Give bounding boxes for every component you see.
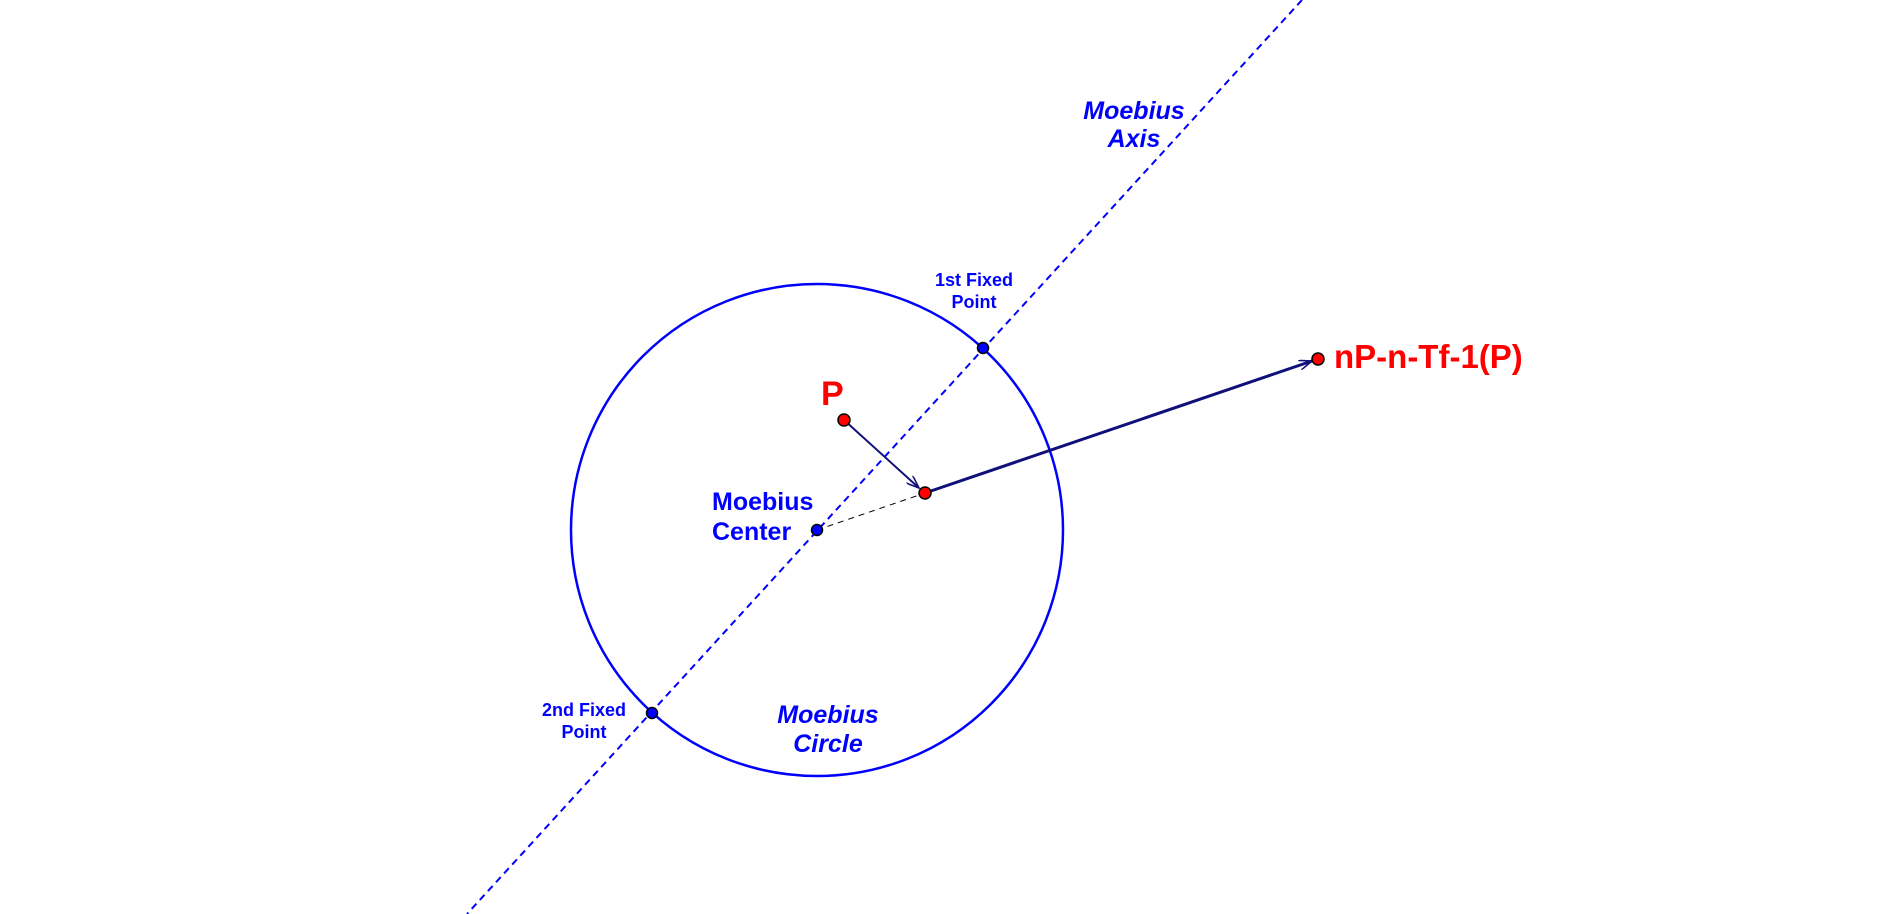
moebius-axis-label: Moebius Axis — [1074, 98, 1194, 153]
moebius-center-point[interactable] — [810, 523, 824, 537]
second-fixed-point-label: 2nd Fixed Point — [530, 701, 638, 742]
moebius-center-label: Moebius Center — [712, 489, 813, 546]
point-p[interactable] — [837, 413, 851, 427]
vector-intermediate-to-image[interactable] — [924, 359, 1312, 495]
first-fixed-point-label-line1: 1st Fixed — [934, 270, 1014, 290]
second-fixed-point[interactable] — [645, 706, 659, 720]
vector-p-to-intermediate[interactable] — [843, 419, 919, 488]
first-fixed-point-label-line2: Point — [951, 291, 997, 312]
moebius-circle[interactable] — [569, 282, 1065, 778]
second-fixed-point-label-line2: Point — [561, 721, 607, 742]
center-to-intermediate-dashed-segment — [816, 492, 926, 531]
moebius-circle-label-line2: Circle — [793, 730, 863, 759]
moebius-axis-label-line2: Axis — [1107, 125, 1161, 154]
moebius-circle-label: Moebius Circle — [768, 702, 888, 758]
moebius-center-label-line2: Center — [712, 518, 792, 547]
second-fixed-point-label-line1: 2nd Fixed — [541, 700, 626, 720]
moebius-circle-label-line1: Moebius — [777, 701, 879, 729]
moebius-axis-label-line1: Moebius — [1083, 97, 1185, 125]
image-point[interactable] — [1311, 352, 1325, 366]
point-p-label: P — [821, 375, 844, 413]
image-point-label: nP-n-Tf-1(P) — [1334, 338, 1523, 375]
moebius-center-label-line1: Moebius — [712, 488, 814, 516]
intermediate-point[interactable] — [918, 486, 932, 500]
first-fixed-point-label: 1st Fixed Point — [924, 271, 1024, 312]
first-fixed-point[interactable] — [976, 341, 990, 355]
